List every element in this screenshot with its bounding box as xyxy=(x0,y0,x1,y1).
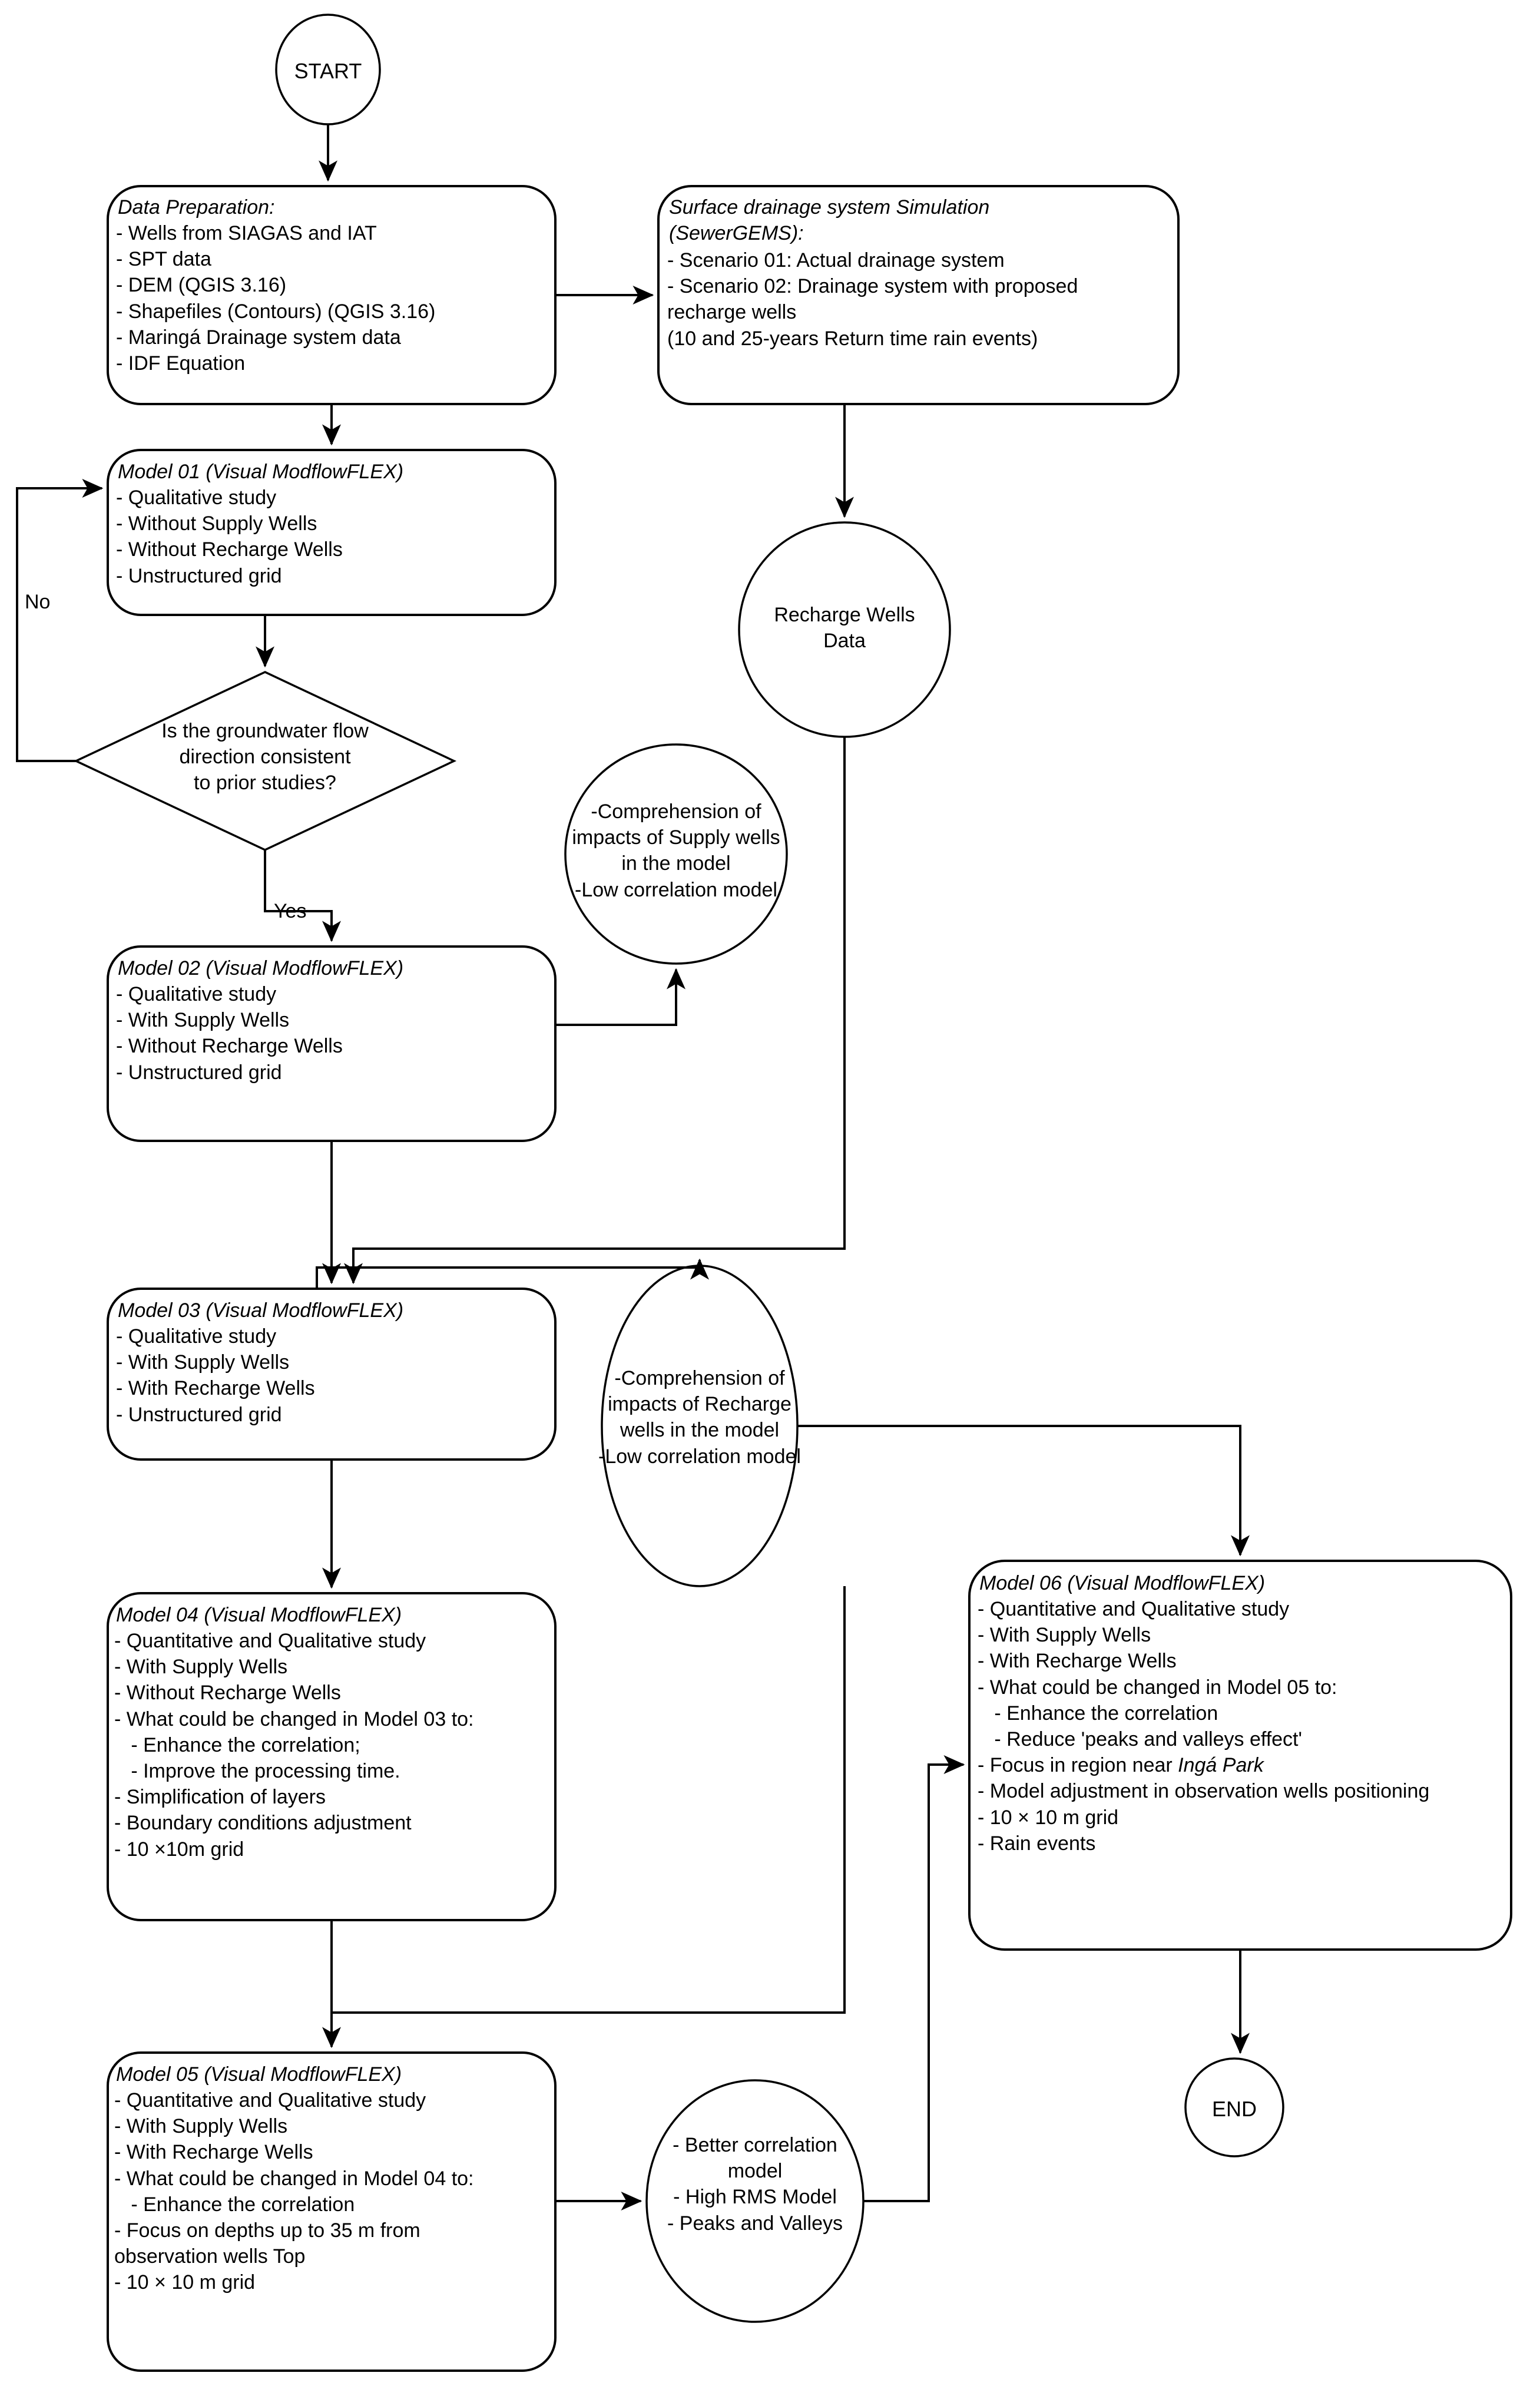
node-data-preparation[interactable] xyxy=(107,185,557,405)
edge-decision-yes-to-model02 xyxy=(264,850,341,942)
node-model06[interactable] xyxy=(968,1560,1512,1951)
edge-better-correlation-to-model06 xyxy=(863,1755,965,2202)
node-end[interactable] xyxy=(1184,2057,1284,2157)
node-comprehension-recharge[interactable] xyxy=(601,1265,799,1587)
edge-recharge-wells-data-to-model03 xyxy=(344,737,846,1285)
edge-vertical-bus-to-model05 xyxy=(332,1586,846,2014)
node-surface-drainage[interactable] xyxy=(657,185,1180,405)
edge-decision-no-to-model01 xyxy=(16,479,104,762)
edge-comprehension-recharge-to-model06 xyxy=(797,1425,1250,1557)
edge-model02-to-comprehension-supply xyxy=(555,968,685,1026)
node-model03[interactable] xyxy=(107,1288,557,1461)
node-model02[interactable] xyxy=(107,945,557,1142)
node-model04[interactable] xyxy=(107,1592,557,1921)
node-start[interactable] xyxy=(275,14,381,125)
node-decision[interactable] xyxy=(73,671,457,851)
node-recharge-wells-data[interactable] xyxy=(738,521,951,738)
node-better-correlation[interactable] xyxy=(645,2079,865,2323)
node-comprehension-supply[interactable] xyxy=(564,743,788,965)
edge-model03-to-comprehension-recharge xyxy=(316,1258,709,1289)
node-model01[interactable] xyxy=(107,449,557,616)
node-model05[interactable] xyxy=(107,2051,557,2372)
